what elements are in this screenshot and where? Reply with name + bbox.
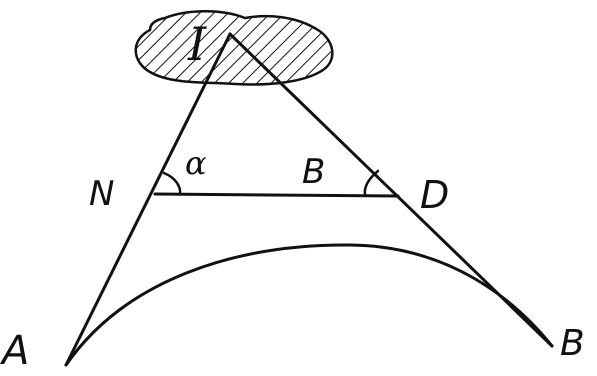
angle-arc-left (162, 171, 182, 196)
chord-nd (153, 192, 400, 198)
hatched-source-region (134, 10, 334, 86)
label-n: N (89, 174, 114, 214)
label-alpha: α (185, 144, 207, 182)
arc-ab (64, 243, 554, 367)
label-bottom-b: B (560, 323, 585, 364)
label-d: D (420, 173, 449, 217)
angle-arc-right (363, 169, 380, 197)
label-middle-b: B (302, 152, 325, 192)
label-top-i: I (187, 17, 207, 71)
label-bottom-a: A (0, 328, 29, 374)
ray-left (64, 32, 232, 367)
